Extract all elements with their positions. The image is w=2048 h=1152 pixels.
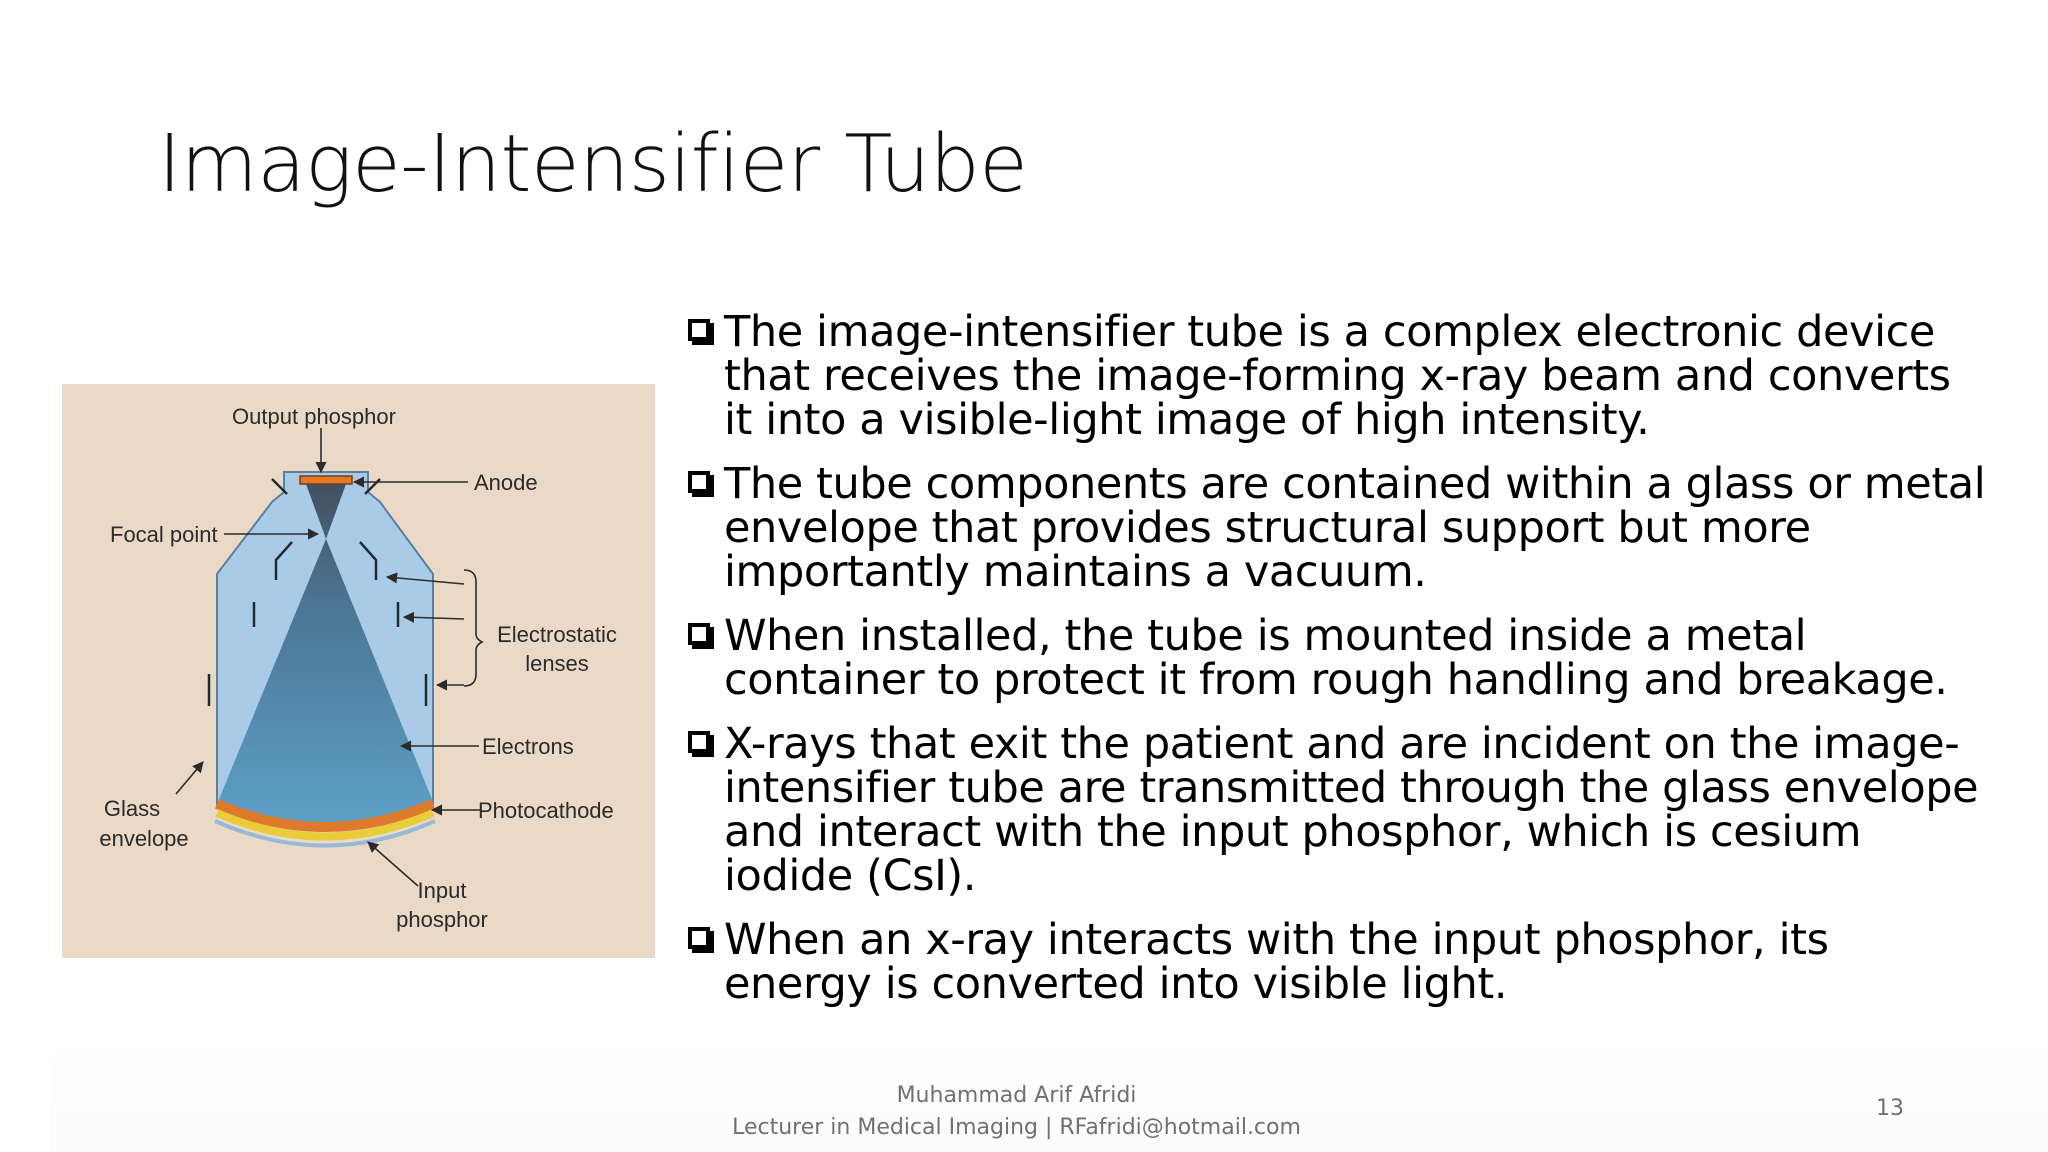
bullet-item: X-rays that exit the patient and are inc… xyxy=(688,722,1988,898)
checkbox-bullet-icon xyxy=(688,319,710,341)
label-glass-line2: envelope xyxy=(99,826,188,851)
bullet-list: The image-intensifier tube is a complex … xyxy=(688,310,1988,1026)
bullet-text: When an x-ray interacts with the input p… xyxy=(724,915,1829,1009)
label-electrons: Electrons xyxy=(482,734,574,759)
label-photocathode: Photocathode xyxy=(478,798,614,823)
footer-affiliation: Lecturer in Medical Imaging | RFafridi@h… xyxy=(732,1115,1301,1140)
envelope-window-shape xyxy=(214,819,436,848)
slide-title: Image-Intensifier Tube xyxy=(158,118,1028,210)
input-phosphor-shape xyxy=(215,809,435,841)
label-electrostatic-lenses-line2: lenses xyxy=(525,651,589,676)
slide-background-shade xyxy=(50,950,2048,1152)
photocathode-shape xyxy=(215,799,435,832)
label-anode: Anode xyxy=(474,470,538,495)
image-intensifier-diagram: Output phosphor Anode Focal point Electr… xyxy=(62,384,655,958)
bullet-text: The image-intensifier tube is a complex … xyxy=(724,307,1951,445)
output-phosphor-shape xyxy=(299,475,353,485)
diagram-svg: Output phosphor Anode Focal point Electr… xyxy=(99,404,617,932)
bullet-text: When installed, the tube is mounted insi… xyxy=(724,611,1948,705)
checkbox-bullet-icon xyxy=(688,927,710,949)
label-input-phosphor-line1: Input xyxy=(418,878,467,903)
bullet-text: X-rays that exit the patient and are inc… xyxy=(724,719,1979,901)
bullet-item: The image-intensifier tube is a complex … xyxy=(688,310,1988,442)
label-output-phosphor: Output phosphor xyxy=(232,404,396,429)
page-number: 13 xyxy=(1876,1096,1904,1121)
label-glass-line1: Glass xyxy=(104,796,160,821)
footer-author: Muhammad Arif Afridi xyxy=(896,1083,1137,1108)
electrostatic-lens-marks xyxy=(207,478,428,706)
bullet-item: When an x-ray interacts with the input p… xyxy=(688,918,1988,1006)
slide-footer: Muhammad Arif Afridi Lecturer in Medical… xyxy=(0,1080,2048,1144)
leader-lines xyxy=(175,428,484,887)
checkbox-bullet-icon xyxy=(688,731,710,753)
electron-beam-shape xyxy=(217,484,434,827)
label-input-phosphor-line2: phosphor xyxy=(396,907,488,932)
label-focal-point: Focal point xyxy=(110,522,218,547)
label-electrostatic-lenses-line1: Electrostatic xyxy=(497,622,617,647)
checkbox-bullet-icon xyxy=(688,471,710,493)
bullet-item: The tube components are contained within… xyxy=(688,462,1988,594)
bullet-item: When installed, the tube is mounted insi… xyxy=(688,614,1988,702)
checkbox-bullet-icon xyxy=(688,623,710,645)
bullet-text: The tube components are contained within… xyxy=(724,459,1986,597)
